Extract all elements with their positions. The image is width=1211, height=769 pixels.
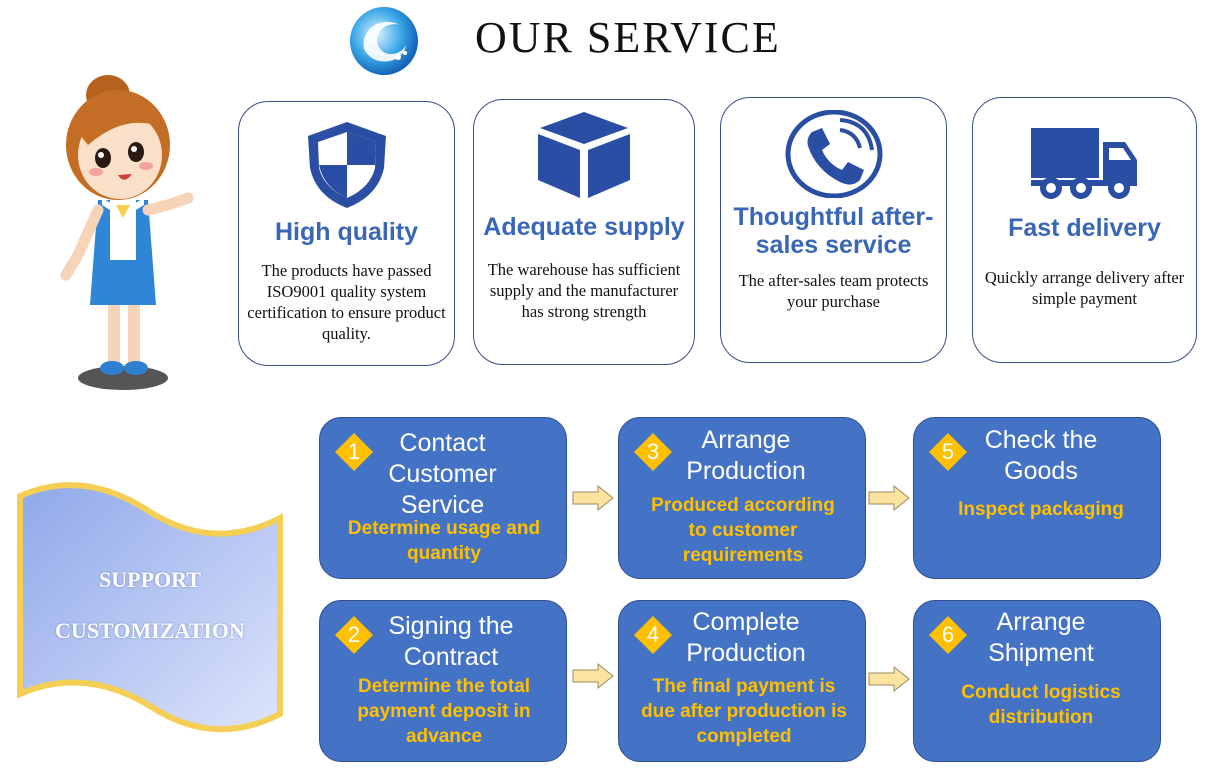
step-desc: The final payment is due after productio…	[641, 676, 847, 747]
service-desc: The products have passed ISO9001 quality…	[247, 261, 446, 343]
support-customization-banner	[17, 482, 283, 733]
step-desc: Produced according to customer requireme…	[651, 495, 835, 566]
shield-icon	[307, 122, 386, 208]
step-desc: Conduct logistics distribution	[961, 682, 1121, 728]
step-title: Complete Production	[686, 608, 806, 667]
service-card-adequate-supply: Adequate supply The warehouse has suffic…	[473, 99, 695, 365]
step-number: 1	[347, 439, 361, 464]
arrow-right-icon	[572, 485, 614, 511]
step-5-check-goods: 5 Check the Goods Inspect packaging	[913, 417, 1161, 579]
box-icon	[538, 112, 630, 198]
banner-line-customization: CUSTOMIZATION	[55, 618, 245, 643]
company-logo	[350, 7, 418, 75]
page-title: OUR SERVICE	[475, 13, 781, 62]
service-card-after-sales: Thoughtful after-sales service The after…	[720, 97, 947, 363]
step-title: Signing the Contract	[388, 612, 514, 671]
step-number: 3	[646, 439, 660, 464]
service-title: Fast delivery	[1008, 214, 1161, 242]
step-2-signing: 2 Signing the Contract Determine the tot…	[319, 600, 567, 762]
step-title: Contact Customer Service	[388, 429, 497, 519]
step-desc: Determine usage and quantity	[347, 518, 541, 564]
phone-icon	[785, 110, 882, 198]
diamond-badge-icon	[929, 433, 967, 471]
step-number: 5	[941, 439, 955, 464]
diamond-badge-icon	[929, 616, 967, 654]
service-title: High quality	[274, 218, 419, 246]
step-number: 6	[941, 622, 955, 647]
service-desc: The warehouse has sufficient supply and …	[487, 260, 681, 321]
arrow-right-icon	[572, 663, 614, 689]
step-6-arrange-shipment: 6 Arrange Shipment Conduct logistics dis…	[913, 600, 1161, 762]
banner-line-support: SUPPORT	[99, 567, 201, 592]
service-title: Adequate supply	[483, 213, 685, 241]
service-title: Thoughtful after-sales service	[733, 203, 934, 259]
service-desc: The after-sales team protects your purch…	[738, 271, 929, 311]
step-number: 2	[347, 622, 361, 647]
truck-icon	[1030, 128, 1137, 199]
step-title: Arrange Production	[686, 426, 806, 485]
step-title: Arrange Shipment	[988, 608, 1094, 667]
diamond-badge-icon	[634, 616, 672, 654]
service-card-high-quality: High quality The products have passed IS…	[238, 101, 455, 366]
diamond-badge-icon	[634, 433, 672, 471]
service-desc: Quickly arrange delivery after simple pa…	[984, 268, 1185, 308]
step-title: Check the Goods	[984, 426, 1098, 485]
cartoon-girl-illustration	[60, 75, 194, 390]
diamond-badge-icon	[335, 616, 373, 654]
step-1-contact: 1 Contact Customer Service Determine usa…	[319, 417, 567, 579]
step-number: 4	[646, 622, 660, 647]
step-3-arrange-production: 3 Arrange Production Produced according …	[618, 417, 866, 579]
arrow-right-icon	[868, 485, 910, 511]
arrow-right-icon	[868, 666, 910, 692]
step-desc: Inspect packaging	[958, 499, 1124, 520]
step-desc: Determine the total payment deposit in a…	[357, 676, 531, 747]
diamond-badge-icon	[335, 433, 373, 471]
step-4-complete-production: 4 Complete Production The final payment …	[618, 600, 866, 762]
service-card-fast-delivery: Fast delivery Quickly arrange delivery a…	[972, 97, 1197, 363]
